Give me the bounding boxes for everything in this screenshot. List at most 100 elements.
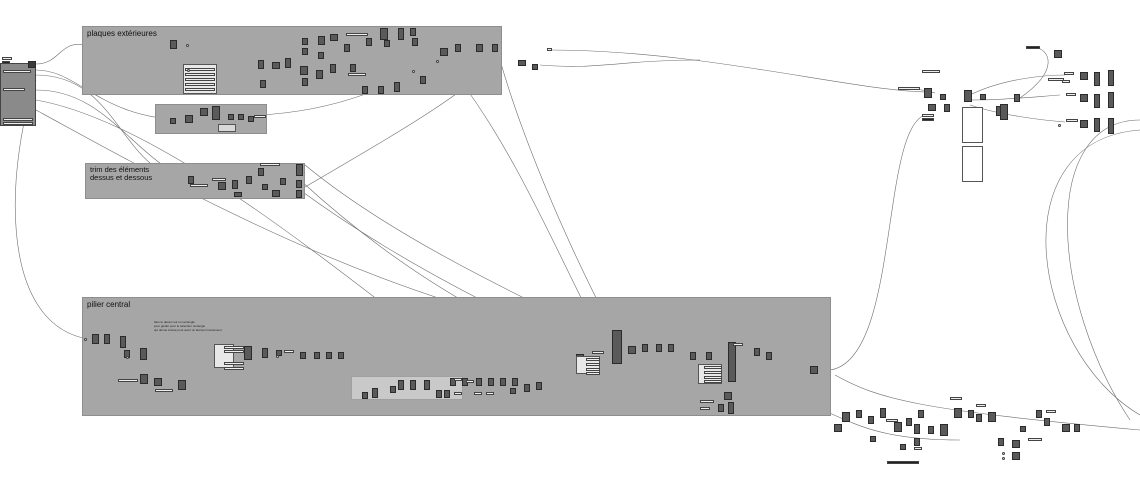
component[interactable] bbox=[690, 352, 696, 360]
component[interactable] bbox=[420, 76, 426, 84]
component[interactable] bbox=[1000, 104, 1008, 120]
component[interactable] bbox=[940, 424, 948, 436]
number-slider[interactable] bbox=[1066, 93, 1076, 96]
number-slider[interactable] bbox=[1066, 119, 1078, 122]
component[interactable] bbox=[1054, 50, 1062, 58]
component[interactable] bbox=[302, 48, 308, 55]
component[interactable] bbox=[424, 380, 430, 390]
component[interactable] bbox=[628, 346, 636, 354]
component[interactable] bbox=[900, 444, 906, 450]
component[interactable] bbox=[28, 61, 36, 68]
component[interactable] bbox=[1080, 72, 1088, 80]
panel[interactable] bbox=[962, 107, 983, 143]
preview-panel[interactable] bbox=[218, 124, 236, 132]
number-slider[interactable] bbox=[922, 70, 940, 73]
component[interactable] bbox=[968, 410, 974, 418]
component[interactable] bbox=[928, 104, 936, 111]
number-slider[interactable] bbox=[254, 115, 266, 118]
number-slider[interactable] bbox=[898, 87, 920, 90]
component[interactable] bbox=[296, 164, 303, 176]
component[interactable] bbox=[1036, 410, 1042, 418]
component[interactable] bbox=[510, 388, 516, 394]
component[interactable] bbox=[154, 378, 162, 386]
component[interactable] bbox=[450, 378, 456, 386]
number-slider[interactable] bbox=[592, 351, 604, 354]
number-slider[interactable] bbox=[3, 70, 31, 73]
number-slider[interactable] bbox=[733, 343, 743, 346]
number-slider[interactable] bbox=[118, 379, 138, 382]
component[interactable] bbox=[200, 108, 208, 116]
component[interactable] bbox=[914, 424, 920, 434]
number-slider[interactable] bbox=[486, 392, 494, 395]
component[interactable] bbox=[1020, 426, 1026, 432]
component[interactable] bbox=[1080, 94, 1088, 102]
component[interactable] bbox=[104, 334, 110, 344]
number-slider[interactable] bbox=[185, 88, 215, 91]
component[interactable] bbox=[928, 426, 934, 434]
component[interactable] bbox=[362, 392, 368, 399]
number-slider[interactable] bbox=[586, 358, 600, 361]
component[interactable] bbox=[810, 366, 818, 374]
component[interactable] bbox=[436, 390, 442, 398]
component[interactable] bbox=[338, 352, 344, 359]
number-slider[interactable] bbox=[466, 380, 474, 383]
number-slider[interactable] bbox=[224, 346, 244, 349]
number-slider[interactable] bbox=[185, 78, 215, 81]
component[interactable] bbox=[316, 70, 323, 79]
component[interactable] bbox=[218, 182, 226, 190]
number-slider[interactable] bbox=[1028, 438, 1042, 441]
component[interactable] bbox=[612, 330, 622, 364]
number-slider[interactable] bbox=[224, 367, 244, 370]
component[interactable] bbox=[954, 408, 962, 418]
component[interactable] bbox=[532, 64, 538, 70]
number-slider[interactable] bbox=[586, 363, 600, 366]
component[interactable] bbox=[318, 36, 325, 45]
toggle[interactable] bbox=[186, 44, 189, 47]
component[interactable] bbox=[272, 190, 280, 197]
number-slider[interactable] bbox=[700, 400, 714, 403]
toggle[interactable] bbox=[126, 356, 129, 359]
component[interactable] bbox=[524, 384, 530, 392]
number-slider[interactable] bbox=[547, 48, 552, 51]
component[interactable] bbox=[185, 115, 193, 123]
component[interactable] bbox=[880, 408, 886, 418]
number-slider[interactable] bbox=[2, 61, 10, 64]
component[interactable] bbox=[170, 118, 176, 124]
component[interactable] bbox=[276, 350, 282, 356]
component[interactable] bbox=[1094, 94, 1100, 108]
component[interactable] bbox=[244, 346, 252, 360]
number-slider[interactable] bbox=[212, 178, 226, 181]
component[interactable] bbox=[724, 392, 732, 400]
number-slider[interactable] bbox=[1062, 80, 1070, 83]
input-block[interactable] bbox=[0, 63, 36, 126]
number-slider[interactable] bbox=[1046, 410, 1056, 413]
number-slider[interactable] bbox=[922, 118, 934, 121]
component[interactable] bbox=[728, 342, 736, 382]
toggle[interactable] bbox=[187, 69, 190, 72]
component[interactable] bbox=[380, 28, 388, 40]
toggle[interactable] bbox=[84, 338, 87, 341]
component[interactable] bbox=[390, 386, 396, 393]
component[interactable] bbox=[330, 34, 338, 41]
component[interactable] bbox=[285, 58, 291, 68]
component[interactable] bbox=[1074, 424, 1080, 432]
component[interactable] bbox=[894, 422, 902, 432]
component[interactable] bbox=[944, 104, 950, 112]
component[interactable] bbox=[330, 64, 336, 73]
number-slider[interactable] bbox=[190, 184, 208, 187]
component[interactable] bbox=[766, 352, 772, 360]
number-slider[interactable] bbox=[2, 57, 12, 60]
component[interactable] bbox=[188, 176, 194, 184]
component[interactable] bbox=[228, 114, 234, 120]
component[interactable] bbox=[302, 38, 308, 45]
component[interactable] bbox=[398, 28, 404, 40]
component[interactable] bbox=[512, 378, 518, 386]
component[interactable] bbox=[476, 44, 483, 52]
component[interactable] bbox=[248, 116, 254, 122]
component[interactable] bbox=[918, 410, 924, 418]
component[interactable] bbox=[410, 380, 416, 390]
component[interactable] bbox=[856, 410, 862, 418]
number-slider[interactable] bbox=[346, 33, 368, 36]
component[interactable] bbox=[988, 412, 996, 422]
number-slider[interactable] bbox=[887, 461, 919, 464]
